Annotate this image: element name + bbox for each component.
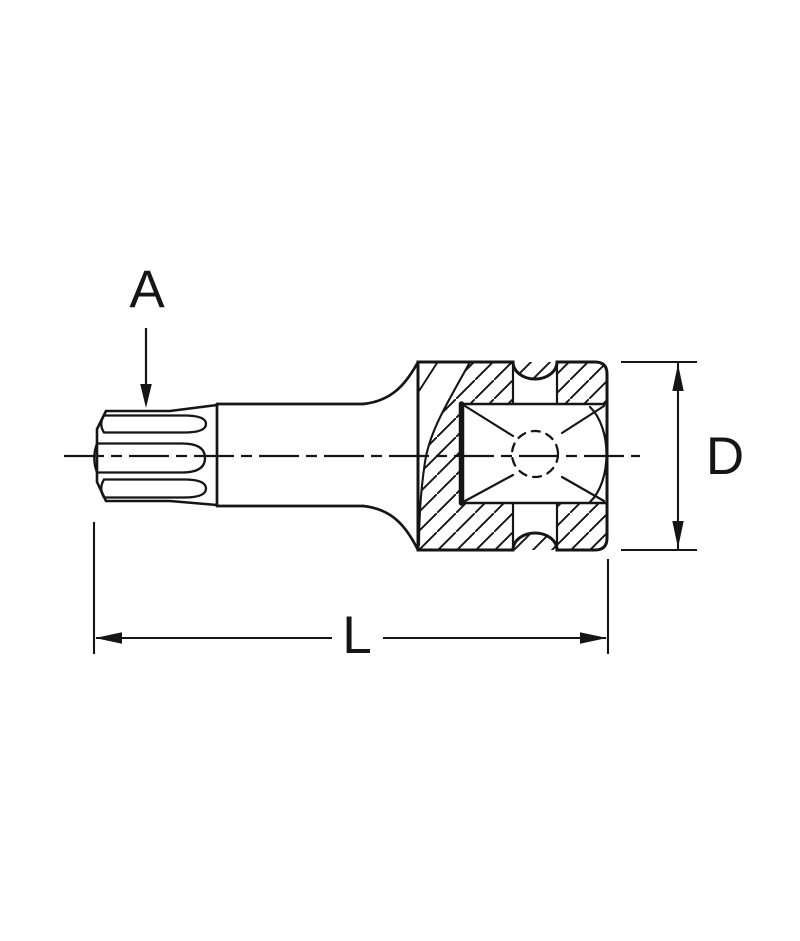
bit-groove-top <box>100 414 208 434</box>
dim-label-l: L <box>342 606 371 665</box>
drive-hole-rear-face <box>588 405 608 504</box>
socket-body <box>416 360 609 552</box>
cutaway-swirl-line <box>417 360 472 547</box>
square-drive-hole <box>458 401 609 506</box>
dimension-l: L <box>92 522 610 665</box>
l-arrow-left-icon <box>95 632 122 644</box>
bit-groove-middle <box>93 442 207 474</box>
l-arrow-right-icon <box>580 632 607 644</box>
a-arrow-down-icon <box>140 384 152 408</box>
bit-groove-bottom <box>100 478 208 499</box>
dimension-a: A <box>129 260 165 408</box>
groove-edges <box>511 360 559 552</box>
bottom-fillet <box>361 504 420 552</box>
top-fillet <box>361 360 420 406</box>
dim-label-a: A <box>129 260 165 319</box>
drive-hole-diagonals <box>463 404 606 503</box>
dimension-d: D <box>621 360 744 552</box>
body-outline <box>416 360 609 552</box>
d-arrow-up-icon <box>672 364 684 391</box>
pin-hole-hidden-circle <box>510 429 560 479</box>
dim-label-d: D <box>706 427 744 486</box>
corner-hatch-line <box>418 362 438 392</box>
d-arrow-down-icon <box>672 521 684 548</box>
